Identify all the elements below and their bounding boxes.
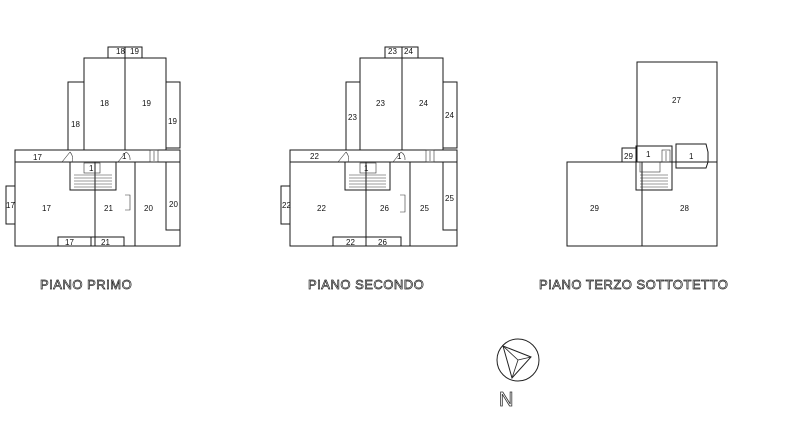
room-label: 24 [404, 47, 413, 56]
room-label: 20 [169, 200, 178, 209]
room-label: 24 [419, 99, 428, 108]
room-label: 23 [376, 99, 385, 108]
room-label: 17 [6, 201, 15, 210]
plan-piano-terzo: 27 29 1 1 29 28 [566, 61, 718, 247]
room-label: 1 [364, 164, 369, 173]
room-label: 22 [310, 152, 319, 161]
room-label: 1 [89, 164, 94, 173]
room-label: 18 [116, 47, 125, 56]
north-label: N [499, 389, 513, 411]
room-label: 21 [104, 204, 113, 213]
room-label: 22 [346, 238, 355, 247]
room-label: 20 [144, 204, 153, 213]
room-label: 23 [348, 113, 357, 122]
right-lower-balcony [165, 161, 181, 231]
room-label: 1 [397, 152, 402, 161]
room-label: 25 [420, 204, 429, 213]
plan-piano-secondo: 23 24 23 24 23 24 22 1 1 22 26 25 22 25 … [280, 46, 458, 247]
lower-block [14, 161, 181, 247]
room-label: 22 [282, 201, 291, 210]
room-label: 18 [100, 99, 109, 108]
floor-title-secondo: PIANO SECONDO [308, 277, 424, 292]
room-label: 26 [380, 204, 389, 213]
floor-title-primo: PIANO PRIMO [40, 277, 132, 292]
room-label: 17 [65, 238, 74, 247]
room-label: 22 [317, 204, 326, 213]
left-balcony [67, 81, 85, 151]
room-label: 24 [445, 111, 454, 120]
room-label: 27 [672, 96, 681, 105]
plan-piano-primo: 18 19 18 19 18 19 17 1 1 17 21 20 17 20 … [5, 46, 181, 247]
room-label: 19 [168, 117, 177, 126]
room-label: 28 [680, 204, 689, 213]
room-label: 1 [122, 152, 127, 161]
left-lower-balcony [5, 185, 16, 225]
room-label: 1 [689, 152, 694, 161]
room-label: 23 [388, 47, 397, 56]
room-label: 19 [142, 99, 151, 108]
room-label: 29 [590, 204, 599, 213]
room-label: 19 [130, 47, 139, 56]
room-label: 18 [71, 120, 80, 129]
floor-title-terzo: PIANO TERZO SOTTOTETTO [539, 277, 728, 292]
room-label: 29 [624, 152, 633, 161]
north-arrow-icon [496, 338, 540, 382]
room-label: 17 [42, 204, 51, 213]
room-label: 26 [378, 238, 387, 247]
room-label: 17 [33, 153, 42, 162]
room-label: 21 [101, 238, 110, 247]
room-label: 25 [445, 194, 454, 203]
right-balcony [165, 81, 181, 149]
room-label: 1 [646, 150, 651, 159]
stair-core [69, 161, 117, 191]
